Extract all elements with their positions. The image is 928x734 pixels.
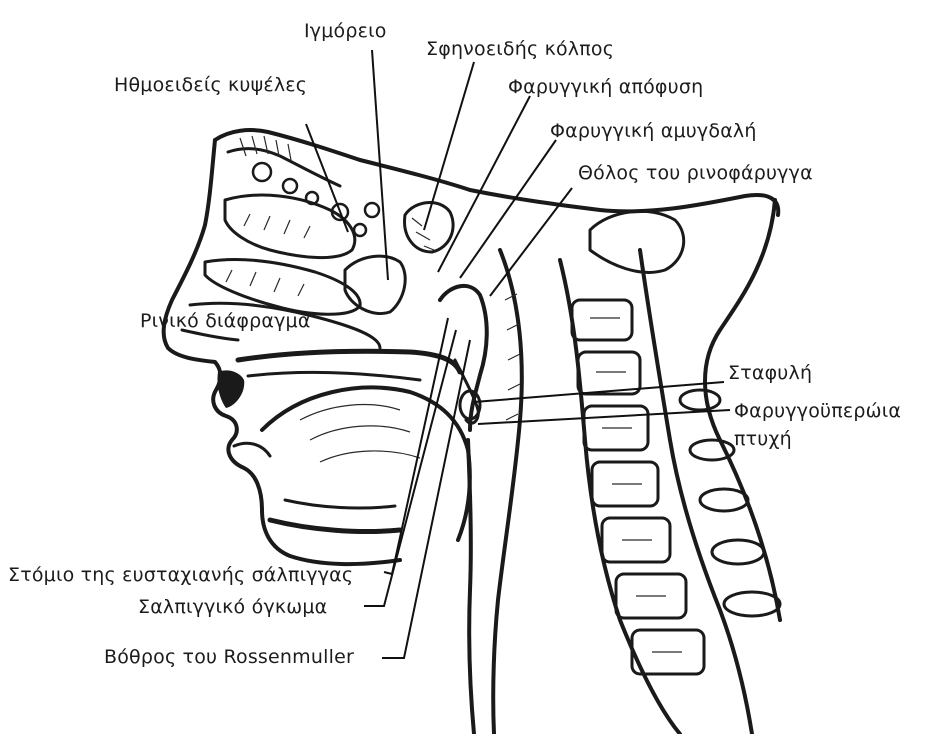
label-pharyngo-fold-line1: Φαρυγγοϋπερώια	[734, 402, 901, 421]
label-pharyngo-fold-line2: πτυχή	[734, 430, 792, 449]
label-uvula: Σταφυλή	[728, 364, 812, 383]
leader-fold	[478, 410, 730, 424]
leader-nasopharynx-vault	[490, 188, 572, 296]
leader-ethmoid	[306, 124, 348, 232]
sinus-region	[345, 203, 453, 314]
label-pharyngeal-tonsil: Φαρυγγική αμυγδαλή	[550, 122, 757, 141]
pharynx	[440, 250, 522, 734]
label-rosenmuller-fossa: Βόθρος του Rossenmuller	[104, 648, 354, 667]
label-maxillary-sinus: Ιγμόρειο	[304, 22, 387, 41]
label-ethmoid-cells: Ηθμοειδείς κυψέλες	[114, 76, 307, 95]
leader-sphenoid	[424, 62, 474, 230]
label-nasal-septum: Ρινικό διάφραγμα	[140, 312, 311, 331]
cervical-spine	[560, 200, 780, 734]
leader-pharyngeal-tonsil	[460, 140, 556, 278]
label-nasopharynx-vault: Θόλος του ρινοφάρυγγα	[578, 164, 813, 183]
label-torus-tubarius: Σαλπιγγικό όγκωμα	[138, 598, 327, 617]
label-eustachian-orifice: Στόμιο της ευσταχιανής σάλπιγγας	[8, 566, 353, 585]
label-pharyngeal-process: Φαρυγγική απόφυση	[508, 78, 703, 97]
label-sphenoid-sinus: Σφηνοειδής κόλπος	[426, 40, 614, 59]
